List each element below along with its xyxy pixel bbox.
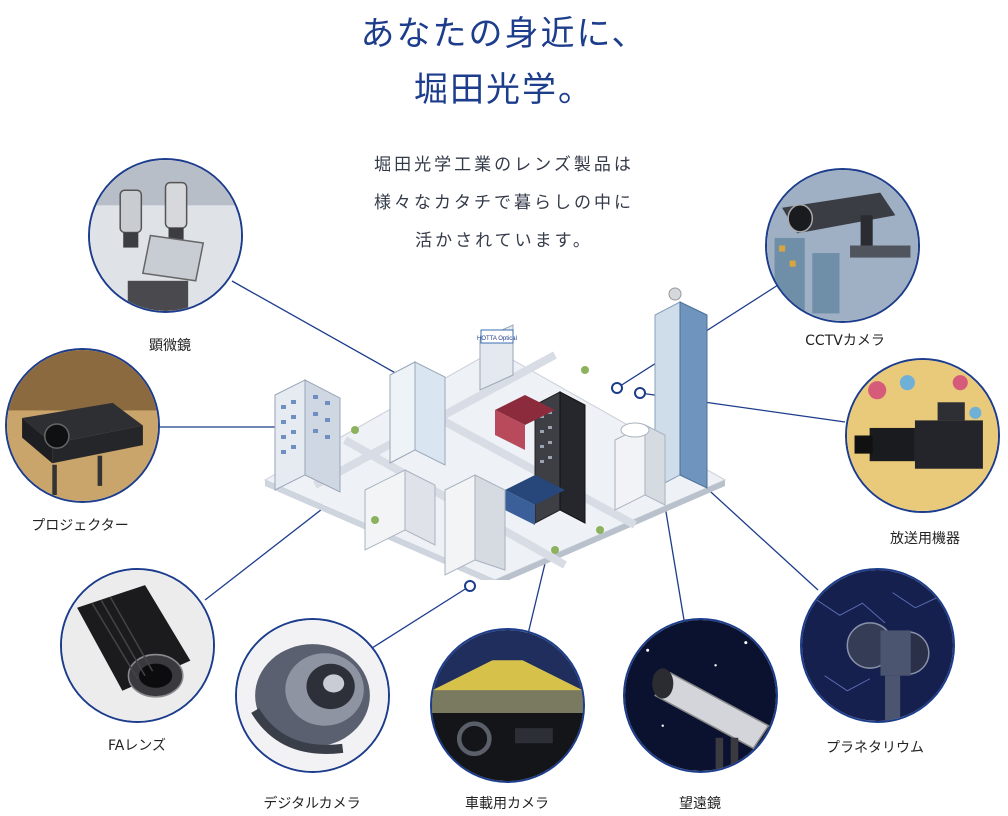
projector-photo [5, 348, 160, 503]
broadcast-label: 放送用機器 [890, 531, 960, 547]
projector-label: プロジェクター [31, 518, 129, 534]
planetarium-photo [800, 568, 955, 723]
digital-camera-photo [235, 618, 390, 773]
broadcast-camera-icon [847, 360, 998, 511]
microscope-icon [90, 160, 241, 311]
cctv-label: CCTVカメラ [805, 333, 885, 349]
car-camera-icon [432, 630, 583, 781]
fa-lens-photo [60, 568, 215, 723]
city-illustration: HOTTA Optical [255, 280, 735, 586]
intro-line-1: 堀田光学工業のレンズ製品は [374, 155, 634, 175]
microscope-photo [88, 158, 243, 313]
telescope-icon [625, 620, 776, 771]
city-sign: HOTTA Optical [477, 336, 517, 342]
telescope-label: 望遠鏡 [679, 796, 721, 812]
microscope-label: 顕微鏡 [149, 338, 191, 354]
planetarium-icon [802, 570, 953, 721]
telescope-photo [623, 618, 778, 773]
headline-line-1: あなたの身近に、 [360, 14, 648, 54]
car-camera-label: 車載用カメラ [465, 796, 549, 812]
car-camera-photo [430, 628, 585, 783]
cctv-photo [765, 168, 920, 323]
headline-line-2: 堀田光学。 [414, 70, 594, 110]
intro-line-3: 活かされています。 [415, 231, 593, 251]
digital-camera-label: デジタルカメラ [263, 796, 361, 812]
projector-icon [7, 350, 158, 501]
fa-lens-icon [62, 570, 213, 721]
broadcast-photo [845, 358, 1000, 513]
planetarium-label: プラネタリウム [826, 740, 924, 756]
digital-camera-icon [237, 620, 388, 771]
fa-lens-label: FAレンズ [107, 738, 167, 754]
cctv-camera-icon [767, 170, 918, 321]
intro-line-2: 様々なカタチで暮らしの中に [374, 193, 634, 213]
